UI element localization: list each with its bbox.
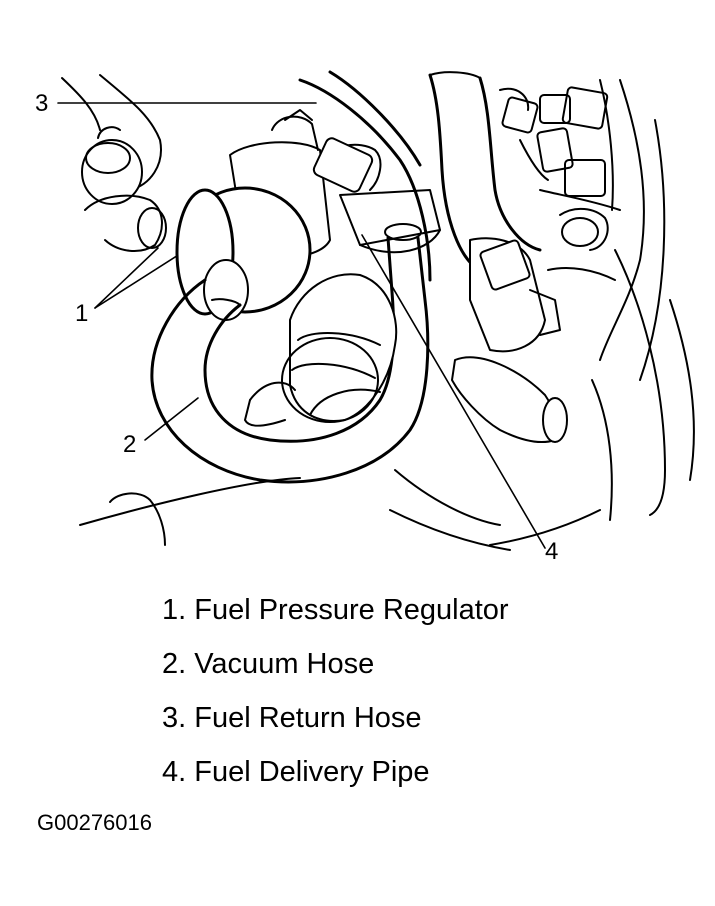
parts-legend: 1. Fuel Pressure Regulator 2. Vacuum Hos… bbox=[162, 596, 509, 812]
right-frame-edges bbox=[489, 79, 695, 546]
callout-label-4: 4 bbox=[545, 538, 559, 565]
figure-id-code: G00276016 bbox=[37, 810, 152, 835]
callout-label-3: 3 bbox=[35, 90, 49, 117]
legend-item-fuel-delivery-pipe: 4. Fuel Delivery Pipe bbox=[162, 756, 430, 788]
left-bracket bbox=[61, 74, 167, 252]
legend-item-vacuum-hose: 2. Vacuum Hose bbox=[162, 648, 375, 680]
engine-fuel-system-illustration bbox=[57, 70, 695, 551]
connector-cluster-drawing bbox=[499, 79, 621, 281]
fuel-pressure-regulator-drawing bbox=[175, 109, 331, 321]
injector-drawing bbox=[451, 237, 568, 443]
legend-item-fuel-return-hose: 3. Fuel Return Hose bbox=[162, 702, 422, 734]
fuel-return-hose-drawing bbox=[298, 70, 542, 282]
delivery-pipe-drawing bbox=[244, 137, 441, 427]
leader-line-1a bbox=[94, 247, 159, 309]
callout-label-2: 2 bbox=[123, 431, 137, 458]
callout-label-1: 1 bbox=[75, 300, 89, 327]
legend-item-fuel-pressure-regulator: 1. Fuel Pressure Regulator bbox=[162, 594, 509, 626]
leader-line-2 bbox=[144, 397, 199, 441]
bottom-frame-arcs bbox=[79, 469, 511, 551]
